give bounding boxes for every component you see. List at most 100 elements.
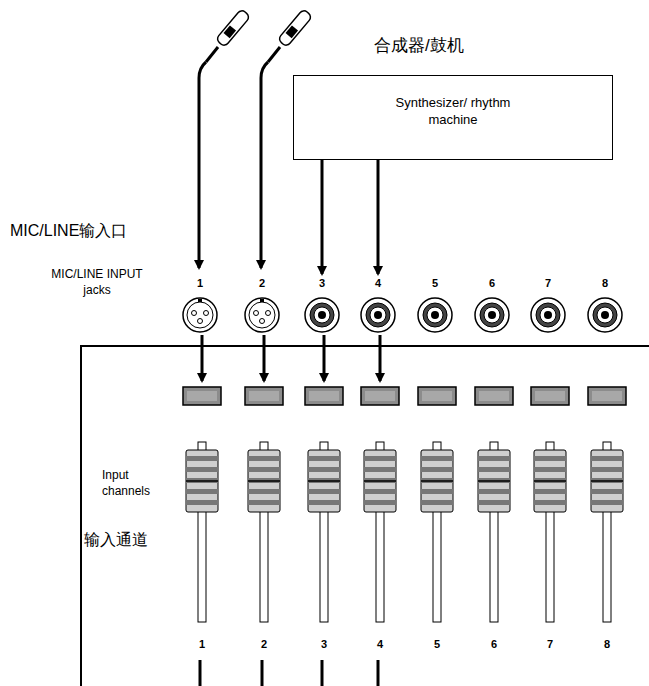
fader-symbol	[180, 382, 224, 667]
channel-strip: 3	[302, 382, 346, 667]
channel-number: 1	[180, 638, 224, 651]
shape-part	[248, 489, 280, 494]
shape-part	[431, 311, 439, 319]
shape-part	[361, 298, 395, 332]
input-jack: 7	[528, 275, 568, 335]
shape-part	[534, 478, 566, 483]
shape-part	[186, 456, 218, 461]
jack-number: 7	[528, 277, 568, 290]
input-jack: 1	[180, 275, 220, 335]
shape-part	[423, 303, 447, 327]
shape-part	[531, 387, 569, 405]
shape-part	[309, 391, 339, 401]
shape-part	[198, 319, 203, 324]
shape-part	[245, 298, 279, 332]
callout-label: MIC/LINE输入口	[10, 221, 127, 242]
shape-part	[308, 500, 340, 505]
panel-label: Input channels	[102, 467, 174, 499]
shape-part	[535, 391, 565, 401]
shape-part	[478, 467, 510, 472]
channel-strip: 5	[415, 382, 459, 667]
channel-strip: 2	[242, 382, 286, 667]
shape-part	[534, 500, 566, 505]
shape-part	[249, 302, 275, 328]
shape-part	[314, 307, 330, 323]
shape-part	[478, 500, 510, 505]
shape-part	[187, 302, 213, 328]
jack-number: 2	[242, 277, 282, 290]
panel-label: 输入通道	[84, 530, 148, 551]
shape-part	[591, 489, 623, 494]
shape-part	[593, 303, 617, 327]
shape-part	[592, 391, 622, 401]
channel-strip: 1	[180, 382, 224, 667]
fader-symbol	[528, 382, 572, 667]
signal-arrow	[321, 160, 324, 274]
shape-part	[305, 387, 343, 405]
shape-part	[183, 387, 221, 405]
shape-part	[534, 489, 566, 494]
shape-part	[418, 298, 452, 332]
channel-number: 5	[415, 638, 459, 651]
shape-part	[186, 467, 218, 472]
shape-part	[308, 456, 340, 461]
shape-part	[204, 311, 209, 316]
shape-part	[374, 311, 382, 319]
jack-number: 1	[180, 277, 220, 290]
channel-strip: 7	[528, 382, 572, 667]
shape-part	[421, 480, 453, 482]
channel-number: 4	[358, 638, 402, 651]
input-jack: 6	[472, 275, 512, 335]
jack-number: 5	[415, 277, 455, 290]
shape-part	[308, 489, 340, 494]
shape-part	[364, 456, 396, 461]
channel-strip: 8	[585, 382, 629, 667]
signal-arrow	[377, 160, 380, 274]
fader-symbol	[585, 382, 629, 667]
jack-number: 6	[472, 277, 512, 290]
input-jack: 2	[242, 275, 282, 335]
channel-number: 7	[528, 638, 572, 651]
shape-part	[310, 303, 334, 327]
shape-part	[245, 387, 283, 405]
input-jack: 8	[585, 275, 625, 335]
shape-part	[421, 489, 453, 494]
shape-part	[540, 307, 556, 323]
channel-number: 3	[302, 638, 346, 651]
signal-arrow	[379, 335, 382, 381]
channel-number: 6	[472, 638, 516, 651]
microphone	[199, 9, 250, 268]
shape-part	[536, 303, 560, 327]
jack-number: 3	[302, 277, 342, 290]
shape-part	[422, 391, 452, 401]
shape-part	[364, 480, 396, 482]
input-jack: 4	[358, 275, 398, 335]
shape-part	[421, 450, 453, 512]
shape-part	[364, 489, 396, 494]
signal-arrow	[323, 335, 326, 381]
shape-part	[183, 298, 217, 332]
shape-part	[534, 450, 566, 512]
shape-part	[248, 480, 280, 482]
device-heading: 合成器/鼓机	[374, 34, 464, 57]
shape-part	[254, 311, 259, 316]
shape-part	[488, 311, 496, 319]
shape-part	[186, 450, 218, 512]
channel-number: 8	[585, 638, 629, 651]
shape-part	[478, 450, 510, 512]
shape-part	[591, 450, 623, 512]
shape-part	[266, 311, 271, 316]
shape-part	[308, 467, 340, 472]
shape-part	[531, 298, 565, 332]
shape-part	[421, 500, 453, 505]
shape-part	[475, 298, 509, 332]
shape-part	[364, 500, 396, 505]
shape-part	[365, 391, 395, 401]
shape-part	[308, 450, 340, 512]
channel-number: 2	[242, 638, 286, 651]
shape-part	[249, 391, 279, 401]
fader-symbol	[472, 382, 516, 667]
shape-part	[591, 500, 623, 505]
shape-part	[421, 456, 453, 461]
shape-part	[588, 298, 622, 332]
